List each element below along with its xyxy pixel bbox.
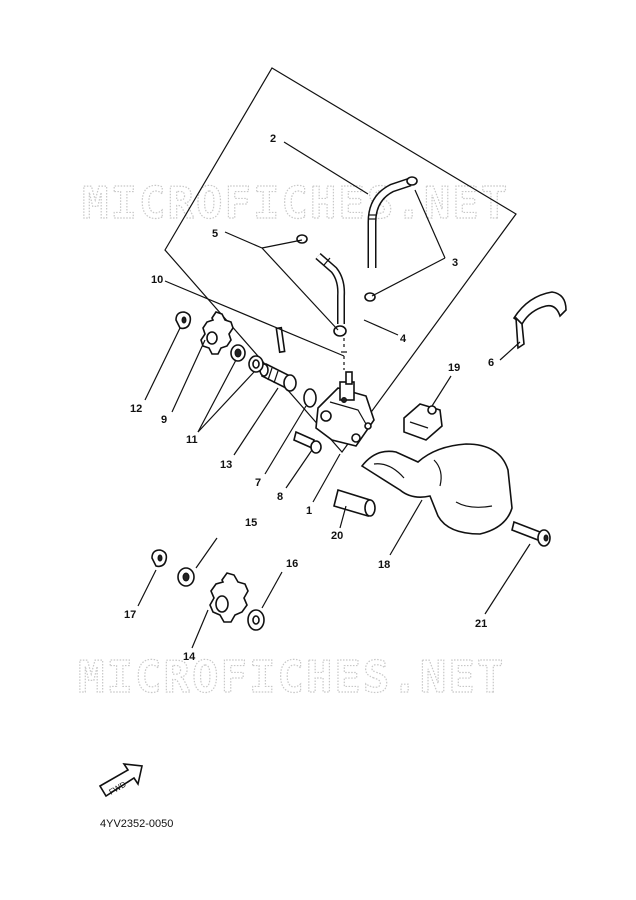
washer-part-11 xyxy=(230,344,264,373)
callout-19: 19 xyxy=(448,362,460,374)
callout-1: 1 xyxy=(306,505,312,517)
pin-part-10 xyxy=(275,326,286,354)
callout-20: 20 xyxy=(331,530,343,542)
callout-2: 2 xyxy=(270,133,276,145)
clip-part-3 xyxy=(364,176,418,302)
washer-part-16 xyxy=(247,609,265,631)
sleeve-part-20 xyxy=(333,488,376,518)
callout-16: 16 xyxy=(286,558,298,570)
bolt-part-21 xyxy=(511,520,551,547)
callout-10: 10 xyxy=(151,274,163,286)
cover-part-18 xyxy=(360,443,513,535)
shaft-part-13 xyxy=(259,362,297,392)
callout-13: 13 xyxy=(220,459,232,471)
callout-9: 9 xyxy=(161,414,167,426)
callout-11: 11 xyxy=(186,434,198,446)
callout-6: 6 xyxy=(488,357,494,369)
callout-3: 3 xyxy=(452,257,458,269)
gear-part-9 xyxy=(200,311,234,355)
callout-14: 14 xyxy=(183,651,196,663)
callout-18: 18 xyxy=(378,559,390,571)
diagram-code: 4YV2352-0050 xyxy=(100,818,173,830)
bracket-part-6 xyxy=(512,291,567,350)
cover-part-19 xyxy=(403,403,443,441)
hose-part-2 xyxy=(367,177,412,268)
callout-15: 15 xyxy=(245,517,257,529)
pipe-part-5 xyxy=(296,234,347,337)
watermark-top: MICROFICHES.NET xyxy=(82,178,509,229)
circlip-part-17 xyxy=(151,549,168,568)
o-ring-part-7 xyxy=(303,388,317,408)
fwd-arrow-icon: FWD xyxy=(98,763,143,798)
circlip-part-12 xyxy=(175,311,192,330)
gear-part-14 xyxy=(209,572,249,623)
callout-12: 12 xyxy=(130,403,142,415)
callout-17: 17 xyxy=(124,609,136,621)
watermark-bottom: MICROFICHES.NET xyxy=(78,652,505,703)
callout-21: 21 xyxy=(475,618,487,630)
oil-pump-part-1 xyxy=(315,371,375,447)
callout-4: 4 xyxy=(400,333,407,345)
washer-part-15 xyxy=(177,567,195,587)
callout-7: 7 xyxy=(255,477,261,489)
bolt-part-8 xyxy=(293,430,322,454)
leader-lines xyxy=(137,141,531,649)
callout-5: 5 xyxy=(212,228,218,240)
callout-8: 8 xyxy=(277,491,283,503)
assembly-frame xyxy=(164,67,517,453)
